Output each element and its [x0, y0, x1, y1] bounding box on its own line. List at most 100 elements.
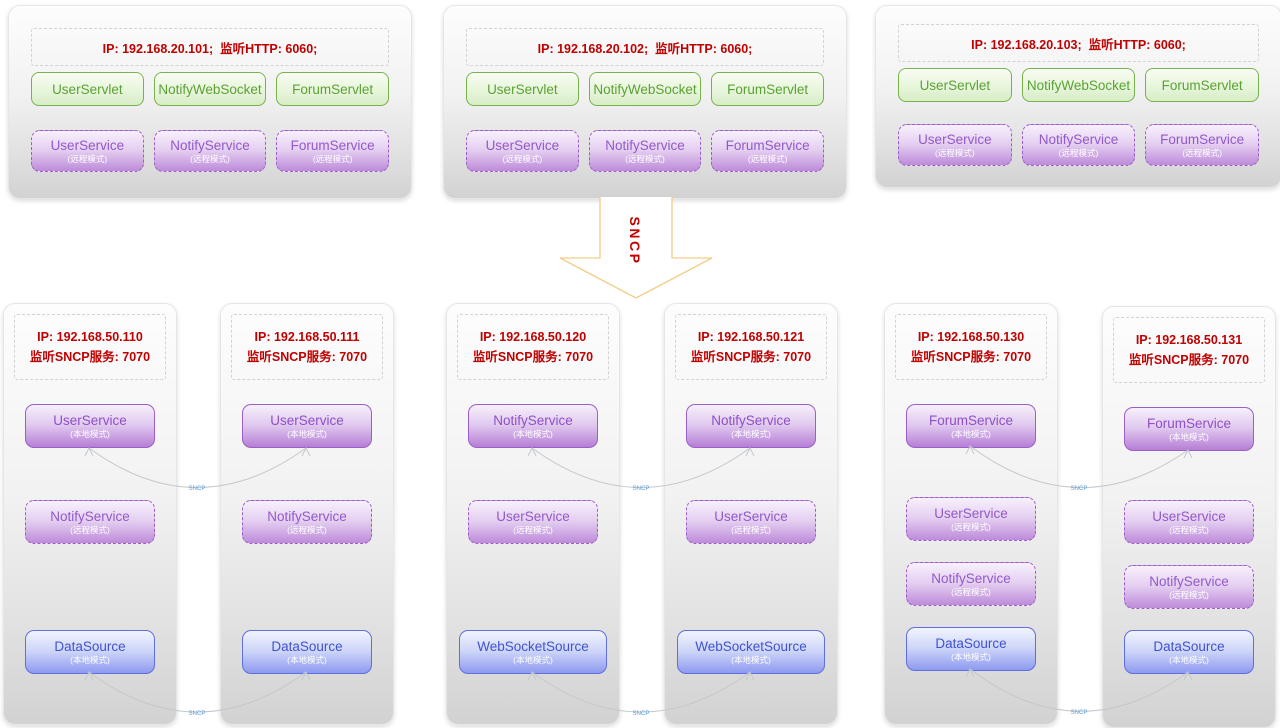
service-box-datasource-local: DataSource (本地模式)	[242, 630, 372, 674]
service-name: DataSource	[1153, 639, 1225, 654]
service-box-notifyservice-remote: NotifyService (远程模式)	[153, 130, 267, 172]
service-box-userservice-remote: UserService (远程模式)	[1124, 500, 1254, 544]
sncp-server-card-130: IP: 192.168.50.130 监听SNCP服务: 7070 ForumS…	[884, 303, 1058, 725]
servlet-box-forumservlet: ForumServlet	[1145, 68, 1260, 102]
service-mode: (远程模式)	[312, 154, 353, 164]
service-mode: (远程模式)	[731, 525, 771, 535]
server-ip: IP: 192.168.50.130	[917, 330, 1025, 344]
service-mode: (远程模式)	[1169, 590, 1209, 600]
service-name: ForumService	[928, 413, 1014, 428]
service-mode: (本地模式)	[513, 429, 553, 439]
service-name: WebSocketSource	[477, 639, 589, 654]
server-ip: IP: 192.168.50.111	[254, 330, 360, 344]
service-name: UserService	[485, 138, 560, 153]
servlet-box-notifywebsocket: NotifyWebSocket	[153, 72, 267, 106]
service-name: NotifyService	[493, 413, 573, 428]
service-name: UserService	[714, 509, 788, 524]
service-name: UserService	[918, 132, 992, 147]
service-name: UserService	[50, 138, 125, 153]
server-listen: 监听SNCP服务: 7070	[690, 350, 812, 364]
service-name: NotifyService	[50, 509, 130, 524]
service-box-userservice-remote: UserService (远程模式)	[898, 124, 1012, 166]
service-box-userservice-remote: UserService (远程模式)	[468, 500, 598, 544]
service-name: ForumService	[290, 138, 375, 153]
servlet-box-forumservlet: ForumServlet	[276, 72, 390, 106]
service-name: WebSocketSource	[695, 639, 807, 654]
service-box-userservice-local: UserService (本地模式)	[242, 404, 372, 448]
service-row: UserService (远程模式) NotifyService (远程模式) …	[31, 130, 390, 172]
server-listen: 监听SNCP服务: 7070	[910, 350, 1032, 364]
service-box-notifyservice-remote: NotifyService (远程模式)	[1021, 124, 1136, 166]
service-mode: (本地模式)	[731, 655, 771, 665]
service-mode: (远程模式)	[287, 525, 327, 535]
servlet-row: UserServlet NotifyWebSocket ForumServlet	[898, 68, 1260, 102]
service-box-datasource-local: DataSource (本地模式)	[1124, 630, 1254, 674]
service-name: UserService	[934, 506, 1008, 521]
service-name: ForumService	[1146, 416, 1232, 431]
service-mode: (远程模式)	[67, 154, 108, 164]
server-ip-header: IP: 192.168.50.130 监听SNCP服务: 7070	[895, 314, 1047, 380]
service-name: ForumService	[725, 138, 810, 153]
service-name: DataSource	[54, 639, 126, 654]
service-row: UserService (远程模式) NotifyService (远程模式) …	[898, 124, 1260, 166]
connector-label: SNCP	[1071, 486, 1088, 492]
service-name: ForumService	[1160, 132, 1245, 147]
service-name: DataSource	[935, 636, 1007, 651]
service-name: DataSource	[271, 639, 343, 654]
server-ip: IP: 192.168.50.121	[697, 330, 805, 344]
service-mode: (本地模式)	[70, 655, 110, 665]
service-box-forumservice-local: ForumService (本地模式)	[1124, 407, 1254, 451]
server-ip-header: IP: 192.168.50.120 监听SNCP服务: 7070	[457, 314, 609, 380]
service-mode: (本地模式)	[287, 655, 327, 665]
service-box-forumservice-remote: ForumService (远程模式)	[711, 130, 825, 172]
service-box-websocketsource-local: WebSocketSource (本地模式)	[677, 630, 825, 674]
http-server-card-103: IP: 192.168.20.103; 监听HTTP: 6060; UserSe…	[875, 5, 1280, 188]
service-box-notifyservice-local: NotifyService (本地模式)	[468, 404, 598, 448]
service-mode: (本地模式)	[70, 429, 110, 439]
service-box-websocketsource-local: WebSocketSource (本地模式)	[459, 630, 607, 674]
service-box-datasource-local: DataSource (本地模式)	[25, 630, 155, 674]
service-mode: (远程模式)	[513, 525, 553, 535]
service-box-notifyservice-remote: NotifyService (远程模式)	[1124, 565, 1254, 609]
service-name: NotifyService	[1149, 574, 1229, 589]
servlet-row: UserServlet NotifyWebSocket ForumServlet	[31, 72, 390, 106]
service-box-notifyservice-remote: NotifyService (远程模式)	[242, 500, 372, 544]
server-ip-header: IP: 192.168.20.103; 监听HTTP: 6060;	[898, 24, 1259, 62]
sncp-arrow-label: SNCP	[627, 217, 643, 266]
servlet-box-notifywebsocket: NotifyWebSocket	[588, 72, 702, 106]
service-mode: (远程模式)	[951, 522, 991, 532]
service-name: NotifyService	[170, 138, 250, 153]
http-server-card-102: IP: 192.168.20.102; 监听HTTP: 6060; UserSe…	[443, 5, 847, 199]
service-mode: (本地模式)	[731, 429, 771, 439]
server-ip-header: IP: 192.168.20.102; 监听HTTP: 6060;	[466, 28, 824, 66]
connector-label: SNCP	[633, 486, 650, 492]
http-server-card-101: IP: 192.168.20.101; 监听HTTP: 6060; UserSe…	[8, 5, 412, 199]
service-box-notifyservice-remote: NotifyService (远程模式)	[588, 130, 702, 172]
service-mode: (远程模式)	[747, 154, 788, 164]
service-name: NotifyService	[711, 413, 791, 428]
server-ip-header: IP: 192.168.50.131 监听SNCP服务: 7070	[1113, 317, 1265, 383]
service-name: UserService	[270, 413, 344, 428]
service-box-forumservice-remote: ForumService (远程模式)	[276, 130, 390, 172]
service-mode: (本地模式)	[287, 429, 327, 439]
server-listen: 监听SNCP服务: 7070	[472, 350, 594, 364]
servlet-box-forumservlet: ForumServlet	[711, 72, 825, 106]
server-ip-header: IP: 192.168.50.111 监听SNCP服务: 7070	[231, 314, 383, 380]
connector-label: SNCP	[189, 711, 206, 717]
service-box-forumservice-remote: ForumService (远程模式)	[1145, 124, 1260, 166]
service-mode: (远程模式)	[502, 154, 543, 164]
service-mode: (远程模式)	[935, 148, 975, 158]
service-mode: (本地模式)	[513, 655, 553, 665]
service-row: UserService (远程模式) NotifyService (远程模式) …	[466, 130, 825, 172]
server-listen: 监听SNCP服务: 7070	[29, 350, 151, 364]
server-ip: IP: 192.168.50.131	[1135, 333, 1243, 347]
service-box-userservice-remote: UserService (远程模式)	[466, 130, 579, 172]
server-listen: 监听SNCP服务: 7070	[246, 350, 368, 364]
service-name: NotifyService	[267, 509, 347, 524]
service-mode: (本地模式)	[951, 652, 991, 662]
server-listen: 监听SNCP服务: 7070	[1128, 353, 1250, 367]
servlet-box-userservlet: UserServlet	[466, 72, 579, 106]
server-ip-header: IP: 192.168.50.110 监听SNCP服务: 7070	[14, 314, 166, 380]
service-mode: (远程模式)	[1058, 148, 1099, 158]
